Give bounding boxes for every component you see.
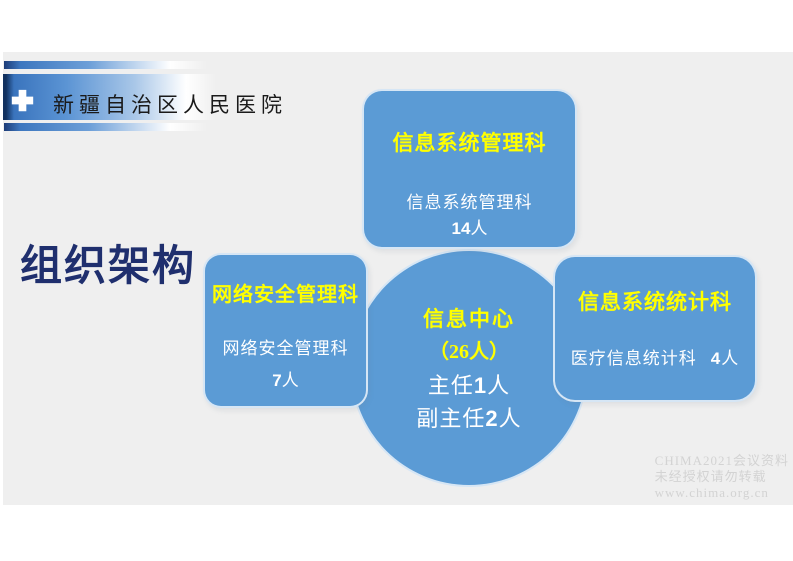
node-title: 信息系统管理科	[392, 131, 547, 155]
org-node-information-system-management: 信息系统管理科 信息系统管理科 14人	[362, 89, 577, 249]
circle-headcount: （26人）	[429, 341, 509, 363]
watermark-line-3: www.chima.org.cn	[654, 485, 769, 500]
medical-cross-icon	[9, 87, 36, 114]
org-node-network-security-management: 网络安全管理科 网络安全管理科 7人	[203, 253, 368, 408]
slide-canvas: 新疆自治区人民医院 组织架构 信息中心 （26人） 主任1人 副主任2人 信息系…	[3, 52, 793, 505]
node-department: 网络安全管理科	[222, 339, 349, 358]
circle-title: 信息中心	[423, 307, 515, 331]
watermark: CHIMA2021会议资料 未经授权请勿转载 www.chima.org.cn	[655, 453, 789, 501]
org-node-info-center: 信息中心 （26人） 主任1人 副主任2人	[350, 249, 588, 487]
header-accent-strip-top	[4, 61, 207, 69]
node-headcount: 14人	[451, 219, 488, 238]
circle-role-director: 主任1人	[427, 373, 511, 398]
node-title: 网络安全管理科	[212, 284, 359, 306]
node-headcount: 7人	[272, 371, 299, 390]
page-title: 组织架构	[20, 242, 197, 289]
hospital-name: 新疆自治区人民医院	[53, 94, 287, 117]
node-title: 信息系统统计科	[578, 290, 732, 314]
watermark-line-1: CHIMA2021会议资料	[654, 453, 789, 468]
header-banner-bar	[3, 74, 216, 120]
watermark-line-2: 未经授权请勿转载	[654, 469, 767, 484]
node-department: 信息系统管理科	[406, 193, 533, 212]
circle-role-deputy-director: 副主任2人	[416, 406, 522, 431]
header-accent-strip-bottom	[4, 123, 207, 131]
